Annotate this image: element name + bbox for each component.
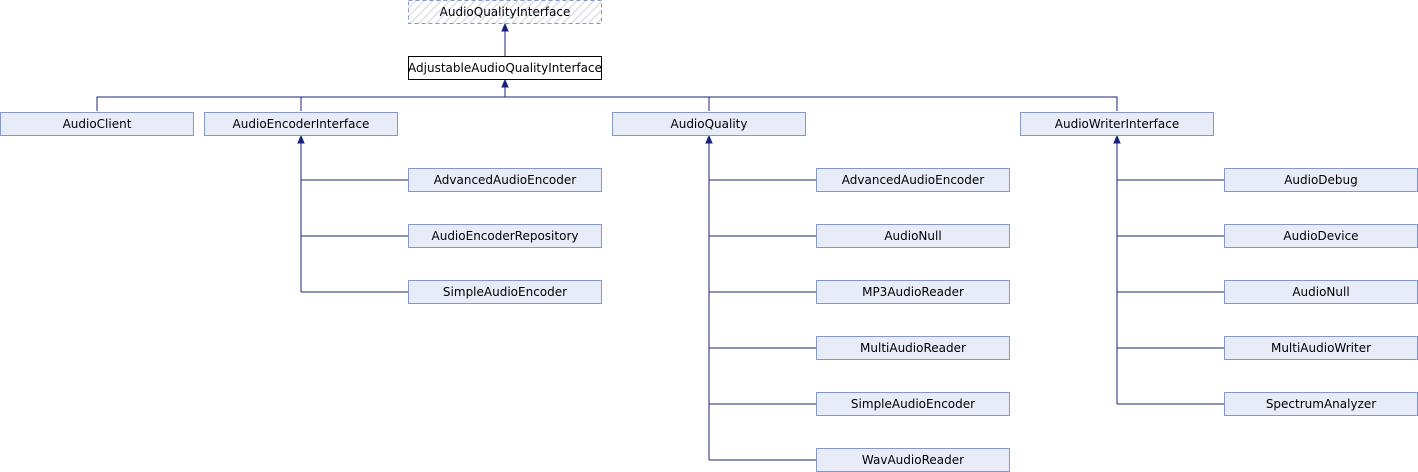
node-box: [816, 392, 1010, 416]
node-box: [816, 168, 1010, 192]
node-enc-advanced-audio-encoder[interactable]: AdvancedAudioEncoder: [408, 168, 602, 192]
node-box: [1020, 112, 1214, 136]
node-audio-client[interactable]: AudioClient: [0, 112, 194, 136]
node-label: AudioClient: [63, 117, 132, 131]
node-label: AudioQuality: [671, 117, 748, 131]
arrowhead-writer-interface: [1113, 134, 1121, 144]
edges: [96, 31, 1224, 461]
node-label: WavAudioReader: [862, 453, 964, 467]
edge-bus-level1: [96, 96, 1118, 111]
node-q-advanced-audio-encoder[interactable]: AdvancedAudioEncoder: [816, 168, 1010, 192]
node-q-multi-audio-reader[interactable]: MultiAudioReader: [816, 336, 1010, 360]
node-q-mp3-audio-reader[interactable]: MP3AudioReader: [816, 280, 1010, 304]
node-w-audio-debug[interactable]: AudioDebug: [1224, 168, 1418, 192]
node-w-audio-null[interactable]: AudioNull: [1224, 280, 1418, 304]
node-label: MP3AudioReader: [862, 285, 964, 299]
node-audio-writer-interface[interactable]: AudioWriterInterface: [1020, 112, 1214, 136]
node-q-simple-audio-encoder[interactable]: SimpleAudioEncoder: [816, 392, 1010, 416]
node-box: [816, 336, 1010, 360]
node-label: AudioDebug: [1284, 173, 1358, 187]
node-adjustable-audio-quality-interface[interactable]: AdjustableAudioQualityInterface: [408, 56, 602, 80]
node-label: MultiAudioReader: [860, 341, 966, 355]
node-box: [612, 112, 806, 136]
node-box: [816, 280, 1010, 304]
node-q-audio-null[interactable]: AudioNull: [816, 224, 1010, 248]
node-label: MultiAudioWriter: [1271, 341, 1371, 355]
node-w-audio-device[interactable]: AudioDevice: [1224, 224, 1418, 248]
arrowhead-adjustable: [501, 78, 509, 88]
arrowhead-audio-quality-interface: [501, 22, 509, 32]
node-label: AudioWriterInterface: [1055, 117, 1179, 131]
node-w-spectrum-analyzer[interactable]: SpectrumAnalyzer: [1224, 392, 1418, 416]
node-box: [204, 112, 398, 136]
node-enc-simple-audio-encoder[interactable]: SimpleAudioEncoder: [408, 280, 602, 304]
arrowheads: [297, 22, 1121, 144]
node-w-multi-audio-writer[interactable]: MultiAudioWriter: [1224, 336, 1418, 360]
node-label: SpectrumAnalyzer: [1266, 397, 1376, 411]
node-label: AdjustableAudioQualityInterface: [408, 61, 602, 75]
node-enc-audio-encoder-repository[interactable]: AudioEncoderRepository: [408, 224, 602, 248]
node-audio-quality[interactable]: AudioQuality: [612, 112, 806, 136]
node-box: [408, 56, 602, 80]
node-label: AdvancedAudioEncoder: [842, 173, 985, 187]
node-label: SimpleAudioEncoder: [443, 285, 567, 299]
node-box: [408, 280, 602, 304]
node-audio-encoder-interface[interactable]: AudioEncoderInterface: [204, 112, 398, 136]
node-label: SimpleAudioEncoder: [851, 397, 975, 411]
node-box: [408, 168, 602, 192]
arrowhead-encoder-interface: [297, 134, 305, 144]
node-box: [0, 112, 194, 136]
node-label: AudioDevice: [1283, 229, 1358, 243]
node-audio-quality-interface[interactable]: AudioQualityInterface: [408, 0, 602, 24]
node-box: [408, 224, 602, 248]
node-label: AudioEncoderInterface: [233, 117, 370, 131]
node-label: AdvancedAudioEncoder: [434, 173, 577, 187]
node-q-wav-audio-reader[interactable]: WavAudioReader: [816, 448, 1010, 472]
node-box: [408, 0, 602, 24]
arrowhead-audio-quality: [705, 134, 713, 144]
node-label: AudioNull: [884, 229, 941, 243]
node-label: AudioQualityInterface: [440, 5, 571, 19]
node-label: AudioNull: [1292, 285, 1349, 299]
node-box: [816, 224, 1010, 248]
node-label: AudioEncoderRepository: [432, 229, 579, 243]
